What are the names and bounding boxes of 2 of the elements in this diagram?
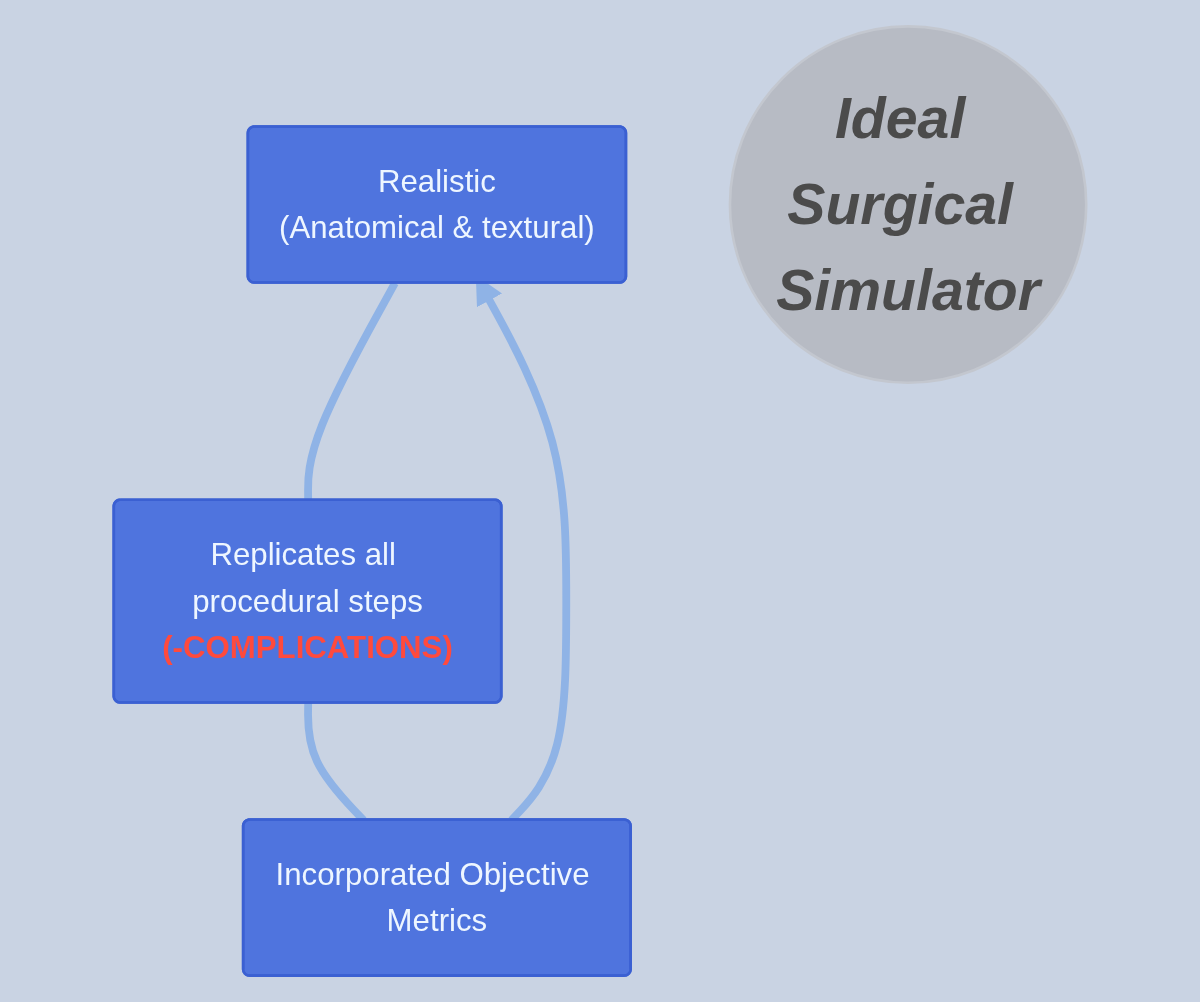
connector: [304, 281, 399, 501]
node-circle: Ideal Surgical Simulator: [728, 25, 1088, 384]
